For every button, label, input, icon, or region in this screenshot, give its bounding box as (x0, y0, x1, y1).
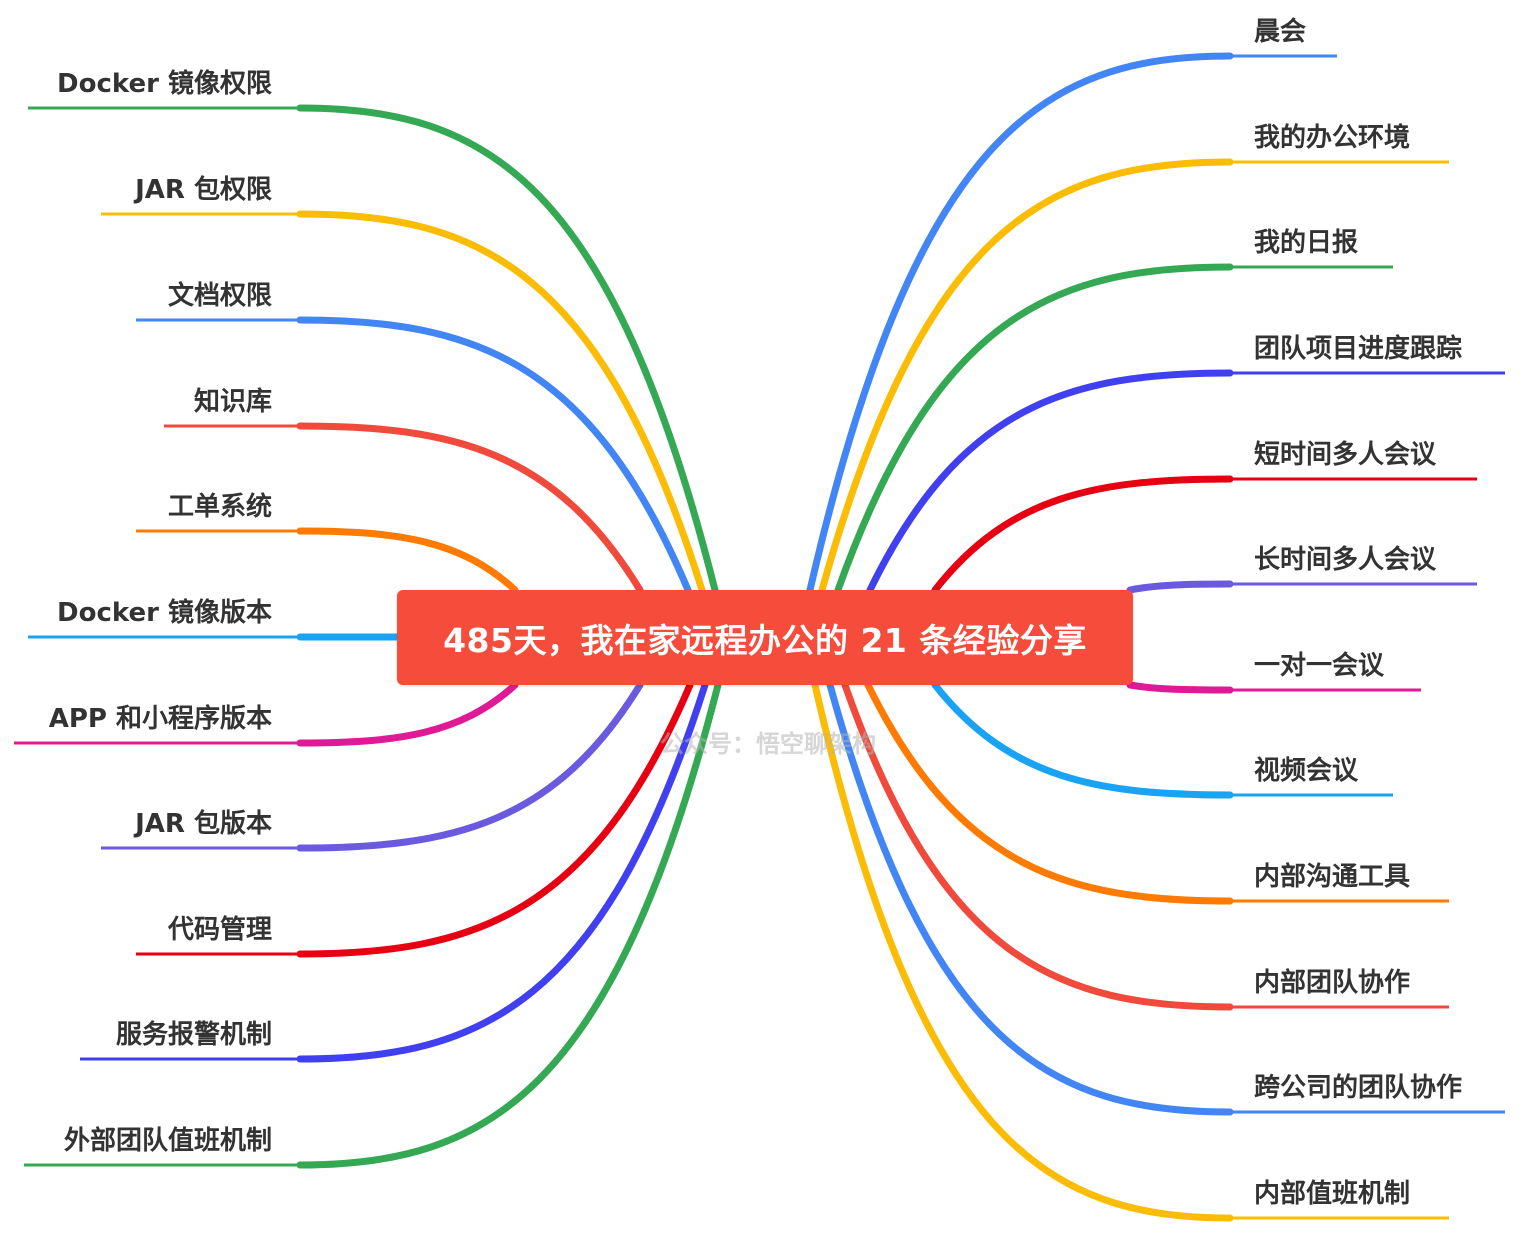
right-branch-curve (931, 475, 1234, 594)
left-branch-curve (296, 681, 519, 747)
left-branch-label[interactable]: Docker 镜像权限 (57, 68, 272, 99)
right-branch-label[interactable]: 一对一会议 (1254, 651, 1385, 681)
right-branch-curve (841, 681, 1234, 1011)
left-branch-curve (296, 527, 519, 594)
left-branch-label[interactable]: 文档权限 (168, 280, 272, 311)
left-branch-label[interactable]: 工单系统 (168, 491, 272, 522)
right-branch-curve (1126, 580, 1234, 594)
left-branch-label[interactable]: JAR 包版本 (133, 808, 272, 839)
left-branch-curve (296, 210, 706, 594)
right-branch-label[interactable]: 团队项目进度跟踪 (1254, 333, 1462, 364)
right-branch-label[interactable]: 长时间多人会议 (1254, 545, 1437, 575)
left-branch-label[interactable]: 代码管理 (167, 915, 272, 945)
right-branch-curve (826, 681, 1234, 1116)
right-branch-curve (811, 681, 1234, 1222)
left-branch-label[interactable]: 知识库 (194, 387, 272, 417)
left-branch-curve (296, 104, 719, 594)
right-branch-curve (806, 52, 1234, 594)
right-branch-label[interactable]: 跨公司的团队协作 (1254, 1072, 1462, 1103)
right-branch-curve (864, 681, 1234, 905)
right-branch-curve (1126, 681, 1234, 694)
right-branch-label[interactable]: 内部值班机制 (1254, 1179, 1410, 1209)
right-branch-label[interactable]: 内部团队协作 (1254, 968, 1410, 998)
right-branch-label[interactable]: 视频会议 (1254, 756, 1359, 786)
central-topic[interactable]: 485天，我在家远程办公的 21 条经验分享 (397, 590, 1133, 685)
right-branch-curve (866, 369, 1234, 594)
left-branch-curve (296, 681, 644, 852)
left-branch-curve (296, 681, 722, 1169)
right-branch-label[interactable]: 内部沟通工具 (1254, 862, 1410, 892)
right-branch-label[interactable]: 短时间多人会议 (1254, 440, 1437, 470)
right-branch-curve (834, 263, 1234, 594)
right-branch-label[interactable]: 晨会 (1254, 17, 1306, 47)
left-branch-label[interactable]: 外部团队值班机制 (64, 1126, 272, 1156)
left-branch-label[interactable]: Docker 镜像版本 (57, 597, 272, 628)
left-branch-curve (296, 316, 692, 594)
central-topic-title: 485天，我在家远程办公的 21 条经验分享 (443, 620, 1087, 660)
right-branch-label[interactable]: 我的日报 (1254, 227, 1358, 258)
right-branch-label[interactable]: 我的办公环境 (1254, 122, 1410, 153)
branch-lines (14, 52, 1505, 1222)
left-branch-label[interactable]: APP 和小程序版本 (49, 703, 272, 734)
right-branch-curve (818, 158, 1234, 594)
right-branch-curve (931, 681, 1234, 799)
watermark: 公众号：悟空聊架构 (660, 730, 876, 758)
left-branch-label[interactable]: 服务报警机制 (116, 1019, 272, 1050)
left-branch-curve (296, 422, 644, 594)
left-branch-curve (296, 681, 709, 1063)
left-branch-curve (296, 681, 694, 958)
left-branch-label[interactable]: JAR 包权限 (133, 174, 272, 205)
